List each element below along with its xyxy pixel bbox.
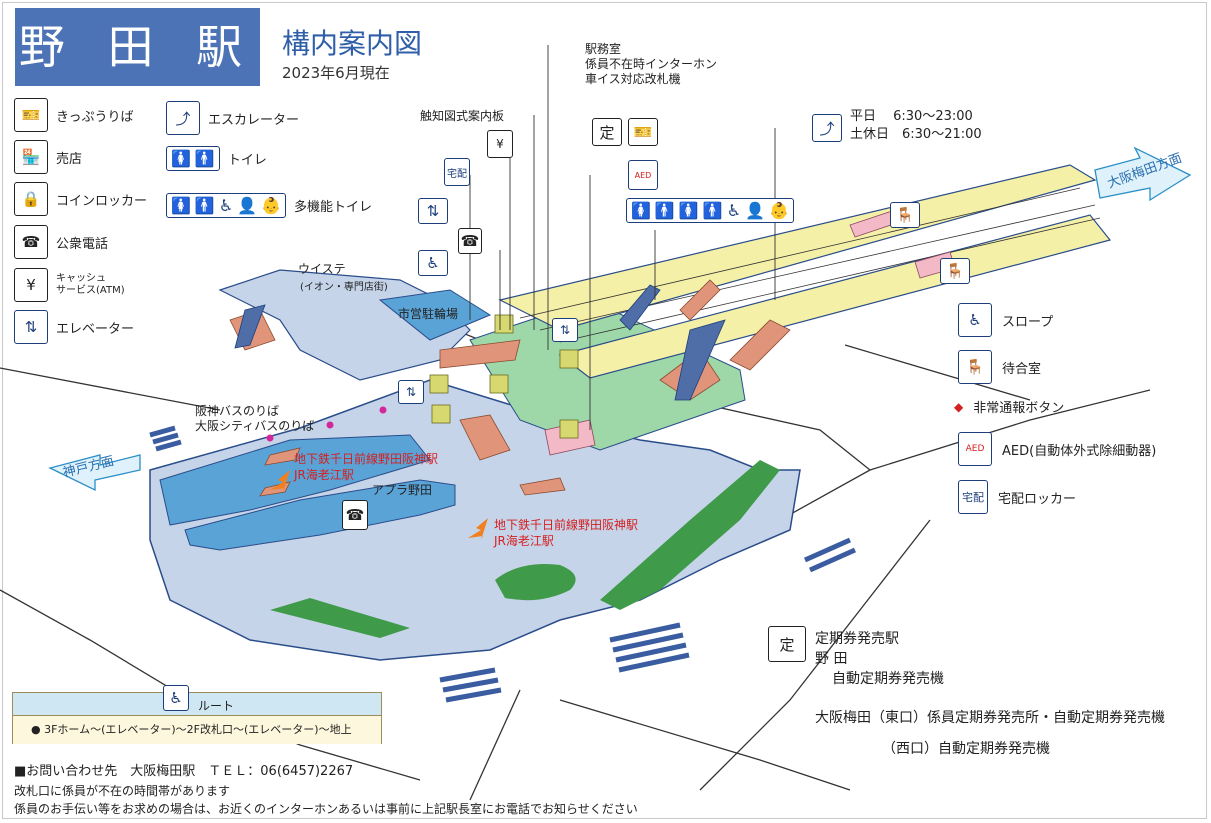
legend-elevator: ⇅ エレベーター <box>14 310 134 344</box>
coin-locker-icon: 🔒 <box>14 182 48 216</box>
pass-office-map-icon: 定 <box>592 118 622 146</box>
aed-icon: AED <box>958 432 992 466</box>
elevators <box>429 314 579 439</box>
legend-multipurpose-toilet: 🚺🚹♿👤👶 多機能トイレ <box>166 193 372 218</box>
escalator-icon: ⤴ <box>166 101 200 135</box>
legend-emergency: ◆ 非常通報ボタン <box>954 399 1065 417</box>
legend-atm: ¥ キャッシュ サービス(ATM) <box>14 268 125 302</box>
crosswalks <box>149 425 857 703</box>
legend-escalator: ⤴ エスカレーター <box>166 101 299 135</box>
waiting-room-map-icon-2: 🪑 <box>940 258 970 284</box>
pass-office-icon: 定 <box>768 626 806 662</box>
note-staff-absent: 改札口に係員が不在の時間帯があります <box>14 784 231 798</box>
legend-toilet: 🚺🚹 トイレ <box>166 146 267 171</box>
ticket-vending-map-icon: 🎫 <box>628 118 658 146</box>
pass-umeda-east: 大阪梅田（東口）係員定期券発売所・自動定期券発売機 <box>815 710 1165 726</box>
elevator-map-icon-3: ⇅ <box>398 380 424 404</box>
subway-exit-arrows <box>270 470 488 540</box>
station-office-info: 駅務室 係員不在時インターホン 車イス対応改札機 <box>585 42 718 86</box>
as-of-date: 2023年6月現在 <box>282 64 390 82</box>
route-description: ● 3Fホーム～(エレベーター)～2F改札口～(エレベーター)～地上 <box>13 716 381 744</box>
stairs <box>229 279 791 497</box>
green-oval <box>495 564 576 601</box>
hanshin-bus-label: 阪神バスのりば <box>195 404 280 418</box>
route-title: ルート <box>198 699 235 713</box>
legend-slope: ♿ スロープ <box>958 303 1053 337</box>
bicycle-parking-label: 市営駐輪場 <box>398 307 459 321</box>
elevator-icon: ⇅ <box>14 310 48 344</box>
pass-umeda-west: （西口）自動定期券発売機 <box>882 741 1050 757</box>
green-strip-bottom <box>270 598 410 638</box>
waiting-room-icon: 🪑 <box>958 350 992 384</box>
pass-station-title: 定期券発売駅 <box>815 631 899 647</box>
uisute-sub-label: (イオン・専門店街) <box>300 282 388 293</box>
ticket-machine-map-icon: ¥ <box>487 130 513 158</box>
apura-noda-label: アプラ野田 <box>372 483 433 497</box>
green-strip-right <box>600 460 780 610</box>
tactile-map-label: 触知図式案内板 <box>420 109 505 123</box>
leader-lines <box>469 45 776 430</box>
escalators <box>234 284 726 401</box>
elevator-map-icon-2: ⇅ <box>552 318 578 342</box>
shop-icon: 🏪 <box>14 140 48 174</box>
legend-delivery-locker: 宅配 宅配ロッカー <box>958 480 1076 514</box>
arrow-to-kobe <box>48 454 141 492</box>
subway-exit-1-label: 地下鉄千日前線野田阪神駅 <box>294 452 439 466</box>
public-phone-icon: ☎ <box>14 225 48 259</box>
elevator-map-icon-1: ⇅ <box>418 198 448 224</box>
uisute-label: ウイステ <box>298 262 346 276</box>
phone-map-icon-2: ☎ <box>342 500 368 530</box>
toilets-map-icon: 🚺🚹🚺🚹♿👤👶 <box>626 198 794 223</box>
accessible-route-box: ♿ ルート ● 3Fホーム～(エレベーター)～2F改札口～(エレベーター)～地上 <box>12 685 382 744</box>
legend-phone: ☎ 公衆電話 <box>14 225 108 259</box>
emergency-button-icon: ◆ <box>954 399 964 414</box>
osaka-city-bus-label: 大阪シティバスのりば <box>195 419 315 433</box>
multipurpose-toilet-icon: 🚺🚹♿👤👶 <box>166 193 287 218</box>
jr-exit-2-label: JR海老江駅 <box>494 534 554 548</box>
waiting-room-map-icon-1: 🪑 <box>890 202 920 228</box>
legend-coin-locker: 🔒 コインロッカー <box>14 182 147 216</box>
pass-station-name: 野 田 <box>815 651 848 667</box>
slope-map-icon: ♿ <box>418 250 448 276</box>
legend-aed: AED AED(自動体外式除細動器) <box>958 432 1156 466</box>
map-subtitle: 構内案内図 <box>282 27 423 60</box>
wheelchair-icon: ♿ <box>163 685 189 711</box>
delivery-locker-map-icon: 宅配 <box>444 158 470 186</box>
aed-map-icon: AED <box>628 160 658 190</box>
legend-waiting-room: 🪑 待合室 <box>958 350 1041 384</box>
pass-machine: 自動定期券発売機 <box>832 671 944 687</box>
emergency-buttons <box>266 406 387 442</box>
bicycle-parking <box>378 289 492 341</box>
escalator-hours: 平日 6:30～23:00 土休日 6:30～21:00 <box>850 109 982 142</box>
slope-icon: ♿ <box>958 303 992 337</box>
jr-exit-1-label: JR海老江駅 <box>294 468 354 482</box>
station-name: 野 田 駅 <box>15 8 260 86</box>
arrow-to-umeda <box>1094 146 1192 202</box>
legend-shop: 🏪 売店 <box>14 140 82 174</box>
contact-info: ■お問い合わせ先 大阪梅田駅 ＴＥＬ：06(6457)2267 <box>14 764 354 779</box>
atm-icon: ¥ <box>14 268 48 302</box>
plaza-pool-mid <box>184 479 456 551</box>
subway-exit-2-label: 地下鉄千日前線野田阪神駅 <box>494 518 639 532</box>
delivery-locker-icon: 宅配 <box>958 480 988 514</box>
toilet-icon: 🚺🚹 <box>166 146 220 171</box>
legend-ticket: 🎫 きっぷうりば <box>14 98 133 132</box>
note-assistance: 係員のお手伝い等をお求めの場合は、お近くのインターホンあるいは事前に上記駅長室に… <box>14 802 638 816</box>
plaza-pool-left <box>159 434 431 526</box>
escalator-hours-icon: ⤴ <box>812 114 842 142</box>
phone-map-icon-1: ☎ <box>458 228 482 254</box>
ticket-vending-icon: 🎫 <box>14 98 48 132</box>
